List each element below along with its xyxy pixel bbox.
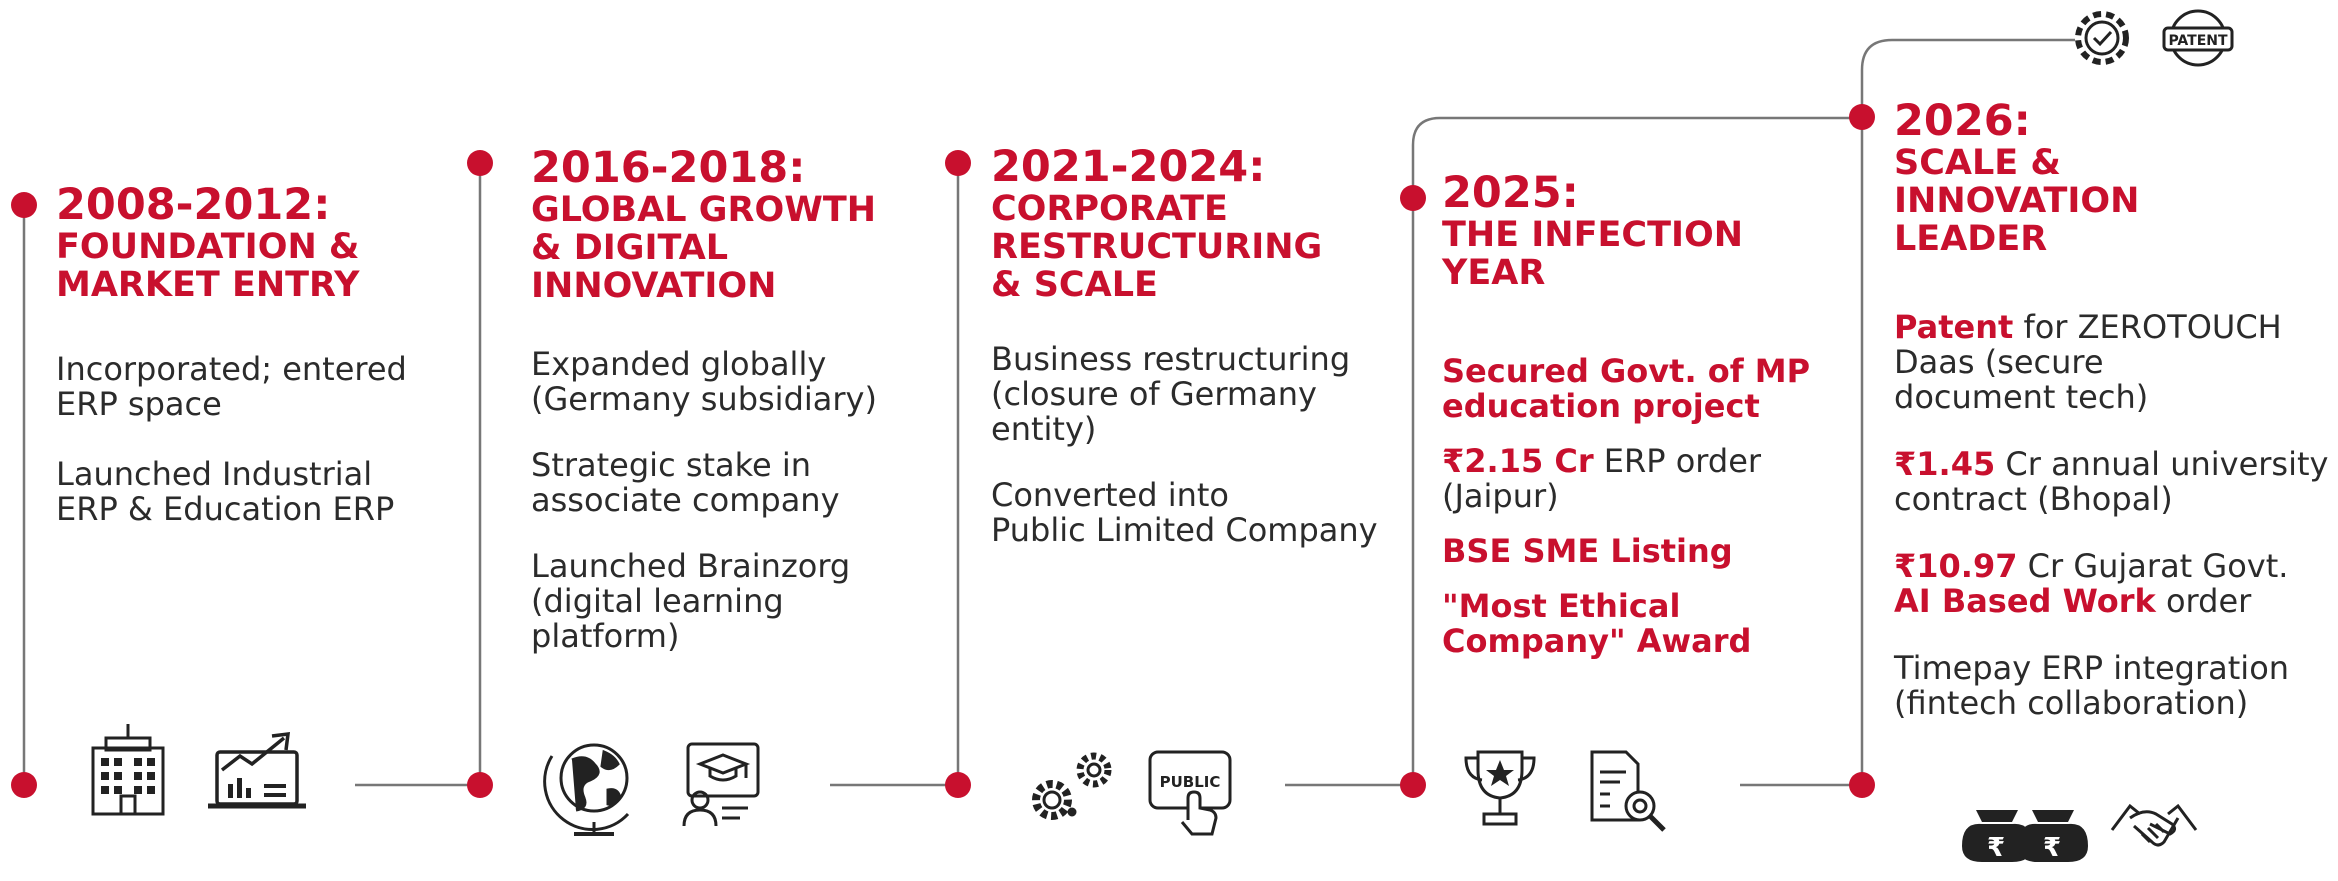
- ai-work-highlight: AI Based Work: [1894, 582, 2156, 620]
- phase-item: Converted into Public Limited Company: [991, 476, 1378, 549]
- phase-1: 2008-2012: FOUNDATION & MARKET ENTRY Inc…: [56, 182, 436, 527]
- phase-item: Strategic stake in associate company: [531, 446, 840, 519]
- phase-3: 2021-2024: CORPORATE RESTRUCTURING & SCA…: [991, 144, 1411, 548]
- patent-detail: for ZEROTOUCH Daas (secure document tech…: [1894, 308, 2282, 416]
- phase-5: 2026: SCALE & INNOVATION LEADER Patent f…: [1894, 98, 2334, 721]
- dot-phase-4-bottom: [1400, 772, 1426, 798]
- phase-subtitle: FOUNDATION & MARKET ENTRY: [56, 227, 360, 305]
- phase-title: 2016-2018:: [531, 143, 806, 193]
- phase-item: Expanded globally (Germany subsidiary): [531, 345, 877, 418]
- trophy-icon: [1464, 750, 1536, 826]
- phase-5-vertical-line: [1860, 38, 2075, 785]
- building-icon: [91, 724, 165, 816]
- phase-title: 2021-2024:: [991, 142, 1266, 192]
- amount-detail: Cr Gujarat Govt.: [2017, 547, 2289, 585]
- phase-subtitle: THE INFECTION YEAR: [1442, 215, 1744, 293]
- public-label: PUBLIC: [1160, 773, 1221, 791]
- phase-item: ₹2.15 Cr ERP order (Jaipur): [1442, 444, 1852, 514]
- svg-text:₹: ₹: [1987, 833, 2005, 863]
- phase-item: Business restructuring (closure of Germa…: [991, 340, 1351, 448]
- money-bags-icon: ₹ ₹: [1962, 810, 2088, 863]
- timeline-connectors: [22, 38, 2075, 787]
- ai-work-detail: order: [2155, 582, 2252, 620]
- phase-2: 2016-2018: GLOBAL GROWTH & DIGITAL INNOV…: [531, 145, 931, 654]
- gears-icon: [1032, 752, 1112, 820]
- timeline-dots: [11, 104, 1875, 798]
- patent-label: PATENT: [2168, 33, 2228, 49]
- dot-phase-3-bottom: [945, 772, 971, 798]
- svg-text:₹: ₹: [2043, 833, 2061, 863]
- amount-detail: ERP order (Jaipur): [1442, 442, 1762, 515]
- phase-item: Timepay ERP integration (fintech collabo…: [1894, 649, 2290, 722]
- online-education-icon: [682, 742, 760, 827]
- dot-phase-1-top: [11, 192, 37, 218]
- phase-subtitle: GLOBAL GROWTH & DIGITAL INNOVATION: [531, 190, 876, 306]
- dot-phase-3-top: [945, 150, 971, 176]
- phase-4: 2025: THE INFECTION YEAR Secured Govt. o…: [1442, 170, 1852, 659]
- phase-subtitle: SCALE & INNOVATION LEADER: [1894, 143, 2140, 259]
- amount-highlight: ₹1.45: [1894, 445, 1996, 483]
- public-button-icon: [1148, 750, 1232, 836]
- phase-item: Launched Industrial ERP & Education ERP: [56, 455, 395, 528]
- gear-check-icon: [2075, 11, 2129, 65]
- growth-chart-icon: [208, 731, 306, 809]
- document-search-icon: [1590, 750, 1666, 832]
- phase-item: ₹1.45 Cr annual university contract (Bho…: [1894, 447, 2334, 517]
- amount-highlight: ₹2.15 Cr: [1442, 442, 1594, 480]
- phase-item: Launched Brainzorg (digital learning pla…: [531, 547, 851, 655]
- phase-item: Patent for ZEROTOUCH Daas (secure docume…: [1894, 310, 2334, 415]
- dot-phase-5-top: [1849, 104, 1875, 130]
- dot-phase-1-bottom: [11, 772, 37, 798]
- handshake-icon: [2110, 803, 2198, 847]
- phase-item: ₹10.97 Cr Gujarat Govt.AI Based Work ord…: [1894, 549, 2334, 619]
- patent-stamp-icon: [2162, 9, 2234, 67]
- phase-title: 2026:: [1894, 96, 2031, 146]
- dot-phase-2-top: [467, 150, 493, 176]
- phase-title: 2025:: [1442, 168, 1579, 218]
- amount-highlight: ₹10.97: [1894, 547, 2018, 585]
- patent-highlight: Patent: [1894, 308, 2014, 346]
- phase-item-highlight: BSE SME Listing: [1442, 532, 1733, 570]
- phase-subtitle: CORPORATE RESTRUCTURING & SCALE: [991, 189, 1323, 305]
- phase-item: Incorporated; entered ERP space: [56, 350, 407, 423]
- dot-phase-4-top: [1400, 185, 1426, 211]
- amount-detail: Cr annual university contract (Bhopal): [1894, 445, 2329, 518]
- phase-4-vertical-line: [1411, 116, 1862, 785]
- phase-item-highlight: Secured Govt. of MP education project: [1442, 352, 1811, 425]
- globe-icon: [543, 743, 630, 836]
- dot-phase-2-bottom: [467, 772, 493, 798]
- dot-phase-5-bottom: [1849, 772, 1875, 798]
- phase-title: 2008-2012:: [56, 180, 331, 230]
- phase-item-highlight: "Most Ethical Company" Award: [1442, 587, 1752, 660]
